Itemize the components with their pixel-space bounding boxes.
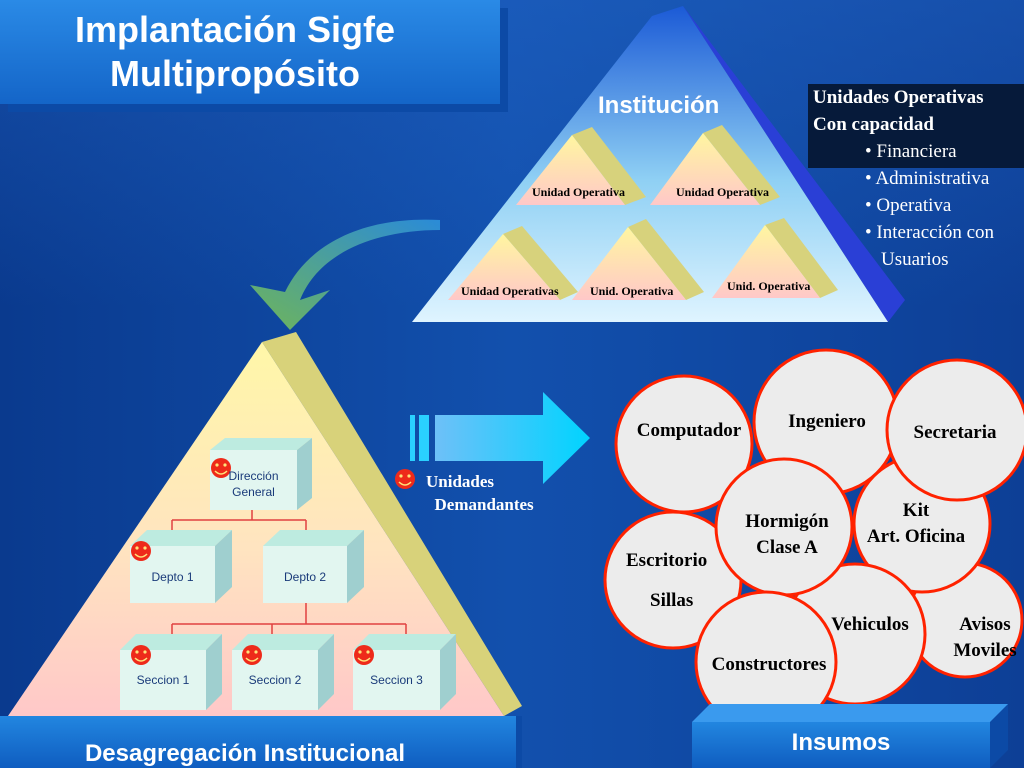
org-depto1-label: Depto 1 — [151, 570, 194, 584]
unit-label-1: Unidad Operativa — [532, 185, 626, 199]
bottom-left-banner — [0, 716, 516, 768]
insumos-title: Insumos — [791, 729, 891, 756]
right-arrow — [410, 392, 590, 484]
info-bullet-usuarios: Usuarios — [881, 249, 949, 270]
unit-pyramid-5-side — [765, 218, 838, 298]
smiley-icon-legend — [395, 469, 415, 489]
org-chart — [120, 438, 456, 710]
label-ingeniero: Ingeniero — [788, 411, 866, 432]
info-bullet-financiera: • Financiera — [865, 141, 957, 162]
unit-label-2: Unidad Operativa — [676, 185, 770, 199]
label-kit: Kit Art. Oficina — [866, 500, 966, 547]
capabilities-info: Unidades Operativas Con capacidad • Fina… — [813, 84, 1024, 273]
org-depto2-label: Depto 2 — [283, 570, 327, 584]
label-escritorio: Escritorio — [626, 550, 708, 571]
label-constructores: Constructores — [711, 654, 827, 675]
smiley-icons — [131, 458, 415, 665]
unit-pyramid-2 — [650, 133, 760, 205]
institution-pyramid-side — [683, 6, 905, 322]
input-circles — [603, 348, 1024, 734]
info-bullet-administrativa: • Administrativa — [865, 168, 990, 189]
unit-pyramid-3-side — [503, 226, 578, 300]
unit-label-3: Unidad Operativas — [461, 284, 559, 298]
label-computador: Computador — [636, 420, 742, 441]
label-hormigon: Hormigón Clase A — [745, 511, 829, 558]
org-seccion1-label: Seccion 1 — [136, 673, 190, 687]
org-root-label: Dirección General — [228, 469, 279, 499]
insumos-box-side — [990, 704, 1008, 768]
label-avisos: Avisos Moviles — [953, 614, 1017, 661]
smiley-icon-seccion3 — [354, 645, 374, 665]
org-pyramid-face — [8, 342, 504, 716]
org-seccion3-label: Seccion 3 — [370, 673, 423, 687]
title-banner — [0, 0, 500, 104]
unit-pyramid-5 — [712, 225, 820, 298]
institution-label: Institución — [598, 92, 720, 119]
org-pyramid — [8, 332, 522, 716]
unit-pyramid-1 — [516, 135, 625, 205]
unit-label-5: Unid. Operativa — [727, 279, 811, 293]
circle-secretaria — [885, 358, 1024, 502]
insumos-banner — [692, 722, 990, 768]
info-bullet-interaccion: • Interacción con — [865, 222, 995, 243]
curved-arrow — [250, 219, 440, 330]
unit-pyramid-3 — [448, 234, 560, 300]
label-sillas: Sillas — [650, 590, 694, 611]
demand-units-label: Unidades Demandantes — [426, 472, 534, 514]
info-heading-1: Unidades Operativas — [813, 87, 984, 108]
info-header-panel — [808, 84, 1024, 168]
smiley-icon-seccion2 — [242, 645, 262, 665]
smiley-icon-root — [211, 458, 231, 478]
unit-label-4: Unid. Operativa — [590, 284, 674, 298]
unit-pyramid-2-side — [703, 125, 780, 205]
org-seccion2-label: Seccion 2 — [248, 673, 302, 687]
unit-pyramid-1-side — [572, 127, 646, 205]
unit-pyramid-4-side — [628, 219, 704, 300]
unit-pyramid-4 — [572, 227, 686, 300]
slide-title: Implantación Sigfe Multipropósito — [74, 9, 396, 94]
bottom-left-title: Desagregación Institucional — [84, 740, 406, 767]
unit-pyramids — [448, 125, 838, 300]
label-secretaria: Secretaria — [913, 422, 997, 443]
org-pyramid-side — [262, 332, 522, 716]
info-bullet-operativa: • Operativa — [865, 195, 952, 216]
smiley-icon-depto1 — [131, 541, 151, 561]
label-vehiculos: Vehiculos — [831, 614, 909, 635]
insumos-box-top — [692, 704, 1008, 722]
info-heading-2: Con capacidad — [813, 114, 934, 135]
smiley-icon-seccion1 — [131, 645, 151, 665]
